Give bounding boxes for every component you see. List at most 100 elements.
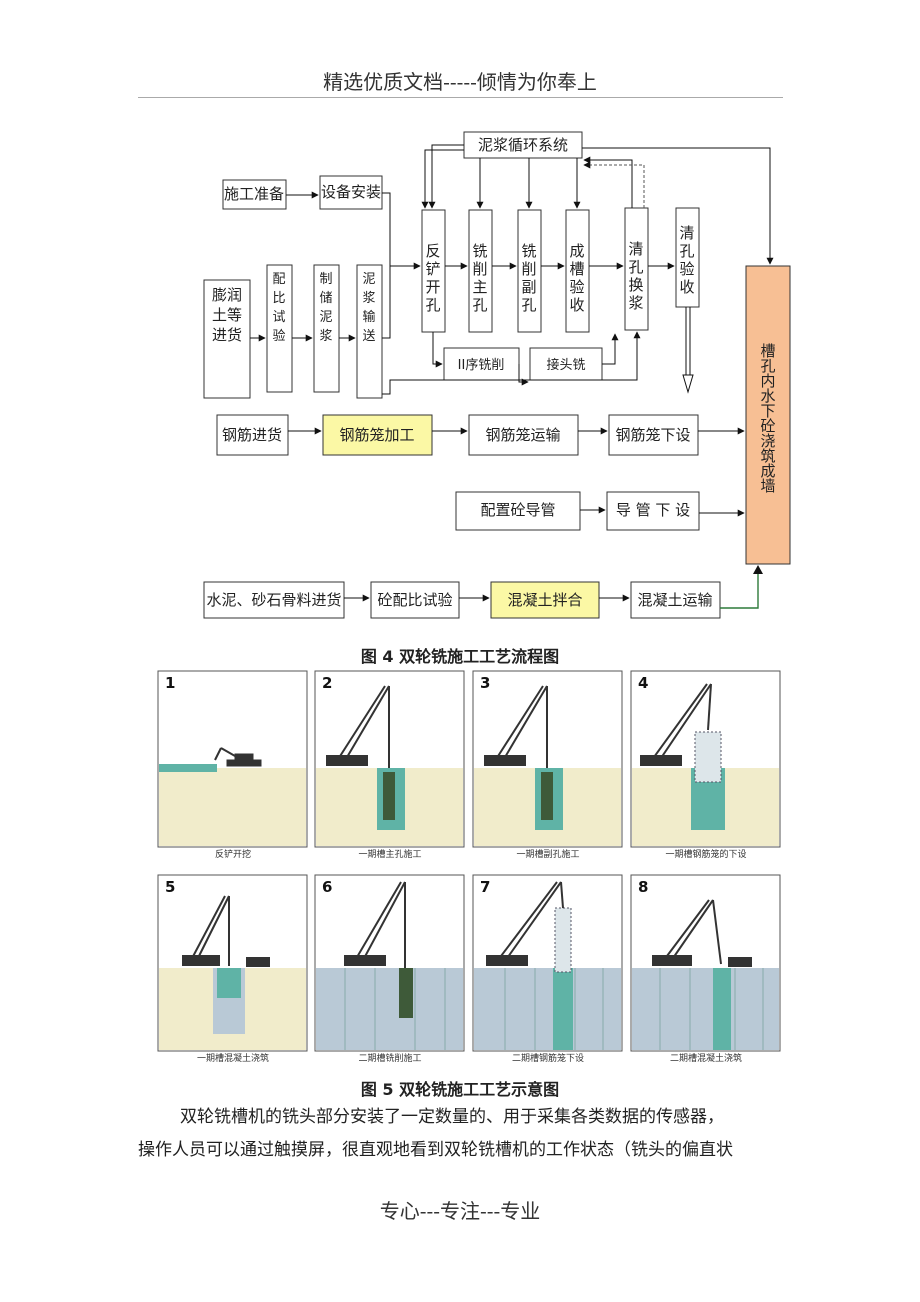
box-cage-make-label: 钢筋笼加工 bbox=[339, 426, 414, 444]
crane-icon bbox=[326, 685, 390, 768]
box-main-hole-c4: 孔 bbox=[472, 296, 487, 314]
box-clean-swap-c2: 孔 bbox=[628, 258, 643, 276]
page-footer: 专心---专注---专业 bbox=[379, 1199, 541, 1223]
box-mud-transport-c3: 输 bbox=[362, 309, 375, 325]
box-concrete-move-label: 混凝土运输 bbox=[637, 591, 712, 609]
box-pour-wall bbox=[745, 265, 791, 565]
box-rebar-in-label: 钢筋进货 bbox=[222, 426, 282, 444]
header-rule bbox=[138, 97, 783, 98]
box-cage-down-label: 钢筋笼下设 bbox=[615, 426, 690, 444]
pour-wall-c3: 内 bbox=[760, 372, 775, 390]
excavator-icon bbox=[214, 747, 262, 767]
panel-1-caption: 反铲开挖 bbox=[215, 848, 251, 860]
box-backhoe-c3: 开 bbox=[425, 278, 440, 296]
box-install bbox=[319, 175, 383, 210]
panel-5: 5 一期槽混凝土浇筑 bbox=[157, 874, 308, 1064]
box-bentonite bbox=[203, 279, 251, 399]
pour-wall-c7: 浇 bbox=[760, 432, 775, 450]
crane-icon bbox=[484, 685, 548, 768]
box-mud-transport bbox=[356, 264, 383, 399]
box-clean-swap-c1: 清 bbox=[628, 240, 643, 258]
panel-2-caption: 一期槽主孔施工 bbox=[358, 848, 421, 860]
box-mix-test bbox=[266, 264, 293, 393]
box-cage-move-label: 钢筋笼运输 bbox=[485, 426, 560, 444]
box-mud-transport-c4: 送 bbox=[362, 329, 375, 344]
panel-4-caption: 一期槽钢筋笼的下设 bbox=[665, 848, 746, 860]
panel-8-caption: 二期槽混凝土浇筑 bbox=[670, 1052, 742, 1064]
process-flow-diagram: 泥浆循环系统 施工准备 设备安装 膨润 土等 进货 配 比 试 验 制 储 泥 … bbox=[203, 131, 791, 619]
panel-7-caption: 二期槽钢筋笼下设 bbox=[512, 1052, 584, 1064]
panel-6: 6 二期槽铣削施工 bbox=[314, 874, 465, 1064]
body-paragraph-line-1: 双轮铣槽机的铣头部分安装了一定数量的、用于采集各类数据的传感器， bbox=[180, 1107, 724, 1127]
box-clean-check bbox=[675, 207, 700, 308]
box-trench-check-c1: 成 bbox=[569, 242, 584, 260]
box-make-mud-c2: 储 bbox=[319, 291, 332, 306]
box-mix-test-c2: 比 bbox=[272, 291, 285, 306]
box-mix-test-c3: 试 bbox=[272, 310, 285, 325]
crane-icon bbox=[652, 899, 752, 967]
box-joint-mill-label: 接头铣 bbox=[546, 357, 585, 373]
box-prep-label: 施工准备 bbox=[224, 185, 284, 203]
box-make-mud-c4: 浆 bbox=[319, 329, 332, 344]
box-trench-check-c4: 收 bbox=[569, 296, 584, 314]
body-paragraph-line-2: 操作人员可以通过触摸屏，很直观地看到双轮铣槽机的工作状态（铣头的偏直状 bbox=[138, 1140, 733, 1160]
box-cage-down bbox=[608, 414, 699, 456]
box-main-hole-c1: 铣 bbox=[472, 242, 487, 260]
pour-wall-c1: 槽 bbox=[760, 342, 775, 360]
box-bentonite-l2: 土等 bbox=[212, 306, 242, 324]
panel-1-number: 1 bbox=[165, 674, 175, 692]
box-main-hole bbox=[468, 209, 493, 333]
box-sub-hole-c2: 削 bbox=[521, 260, 536, 278]
box-trench-check-c2: 槽 bbox=[569, 260, 584, 278]
box-install-label: 设备安装 bbox=[321, 183, 381, 201]
box-second-mill bbox=[443, 347, 520, 381]
panel-2-number: 2 bbox=[322, 674, 332, 692]
flow-connectors bbox=[250, 144, 774, 609]
box-pour-wall-text: 槽 孔 内 水 下 砼 浇 筑 成 墙 bbox=[760, 342, 775, 495]
panel-7-number: 7 bbox=[480, 878, 490, 896]
panel-7: 7 二期槽钢筋笼下设 bbox=[472, 874, 623, 1064]
box-trench-check-c3: 验 bbox=[569, 278, 584, 296]
box-make-mud bbox=[313, 264, 340, 393]
box-mix-test-c1: 配 bbox=[272, 272, 285, 287]
panel-8: 8 二期槽混凝土浇筑 bbox=[630, 874, 781, 1064]
panel-3-caption: 一期槽副孔施工 bbox=[516, 848, 579, 860]
panel-4: 4 一期槽钢筋笼的下设 bbox=[630, 670, 781, 860]
panel-6-caption: 二期槽铣削施工 bbox=[358, 1052, 421, 1064]
box-pipe-config-label: 配置砼导管 bbox=[480, 501, 555, 519]
box-clean-check-c4: 收 bbox=[679, 278, 694, 296]
box-mud-transport-c2: 浆 bbox=[362, 291, 375, 306]
panel-5-caption: 一期槽混凝土浇筑 bbox=[197, 1052, 269, 1064]
box-sub-hole-c4: 孔 bbox=[521, 296, 536, 314]
panel-8-number: 8 bbox=[638, 878, 648, 896]
figure-4-caption: 图 4 双轮铣施工工艺流程图 bbox=[360, 647, 560, 666]
box-mud-transport-c1: 泥 bbox=[362, 272, 375, 287]
box-mix-ratio bbox=[370, 581, 460, 619]
box-prep bbox=[222, 179, 287, 210]
box-cement-in bbox=[203, 581, 345, 619]
box-clean-check-c3: 验 bbox=[679, 260, 694, 278]
box-main-hole-c3: 主 bbox=[472, 278, 487, 296]
figure-5-caption: 图 5 双轮铣施工工艺示意图 bbox=[360, 1080, 560, 1099]
panel-5-number: 5 bbox=[165, 878, 175, 896]
page-header: 精选优质文档-----倾情为你奉上 bbox=[323, 70, 597, 94]
pour-wall-c5: 下 bbox=[760, 402, 775, 420]
panel-2: 2 一期槽主孔施工 bbox=[314, 670, 465, 860]
box-main-hole-c2: 削 bbox=[472, 260, 487, 278]
box-concrete-mix bbox=[490, 581, 600, 619]
pour-wall-c2: 孔 bbox=[760, 357, 775, 375]
panel-4-number: 4 bbox=[638, 674, 648, 692]
pour-wall-c4: 水 bbox=[760, 387, 775, 405]
panel-1: 1 反铲开挖 bbox=[157, 670, 308, 860]
box-backhoe-c1: 反 bbox=[425, 242, 440, 260]
box-sub-hole bbox=[517, 209, 542, 333]
crane-icon bbox=[486, 881, 564, 966]
box-clean-swap-c4: 浆 bbox=[628, 294, 643, 312]
box-mud-system-label: 泥浆循环系统 bbox=[478, 136, 568, 154]
box-cage-make bbox=[322, 414, 433, 456]
box-backhoe-c4: 孔 bbox=[425, 296, 440, 314]
crane-icon bbox=[344, 881, 406, 968]
crane-icon bbox=[182, 895, 270, 967]
panel-3: 3 一期槽副孔施工 bbox=[472, 670, 623, 860]
box-mix-test-c4: 验 bbox=[272, 328, 285, 344]
